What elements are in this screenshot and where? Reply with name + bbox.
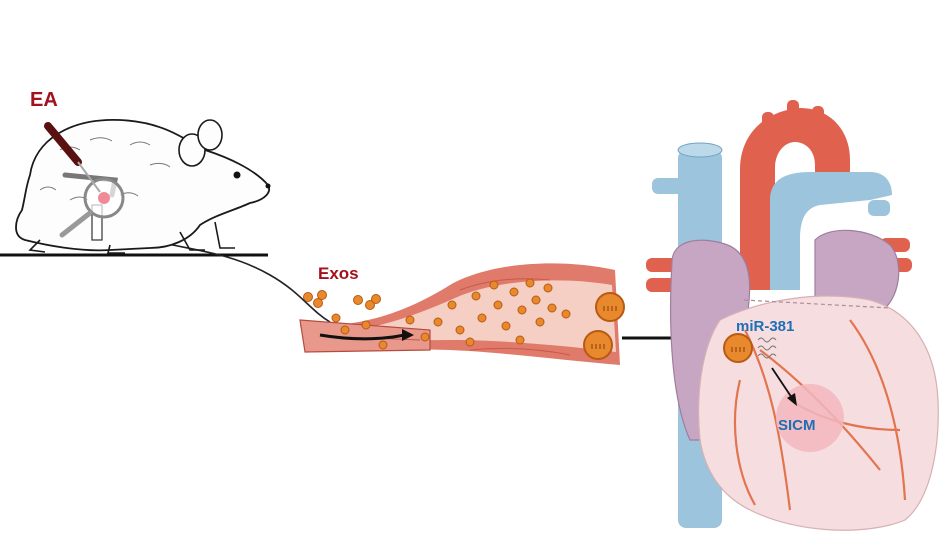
exosome-dot <box>456 326 464 334</box>
exosome-dot <box>448 301 456 309</box>
sicm-label: SICM <box>778 417 816 434</box>
exosome-dot <box>502 322 510 330</box>
exosome-dot <box>544 284 552 292</box>
pulmonary-vein-right <box>868 200 890 216</box>
mouse-body <box>16 120 269 250</box>
aorta-branch <box>787 100 799 124</box>
aorta-branch <box>812 106 824 130</box>
exosome-dot <box>472 292 480 300</box>
mouse-illustration <box>0 120 330 322</box>
exosome-dot <box>406 316 414 324</box>
exosome-dot <box>532 296 540 304</box>
heart-illustration <box>646 100 938 530</box>
exosome-dot <box>536 318 544 326</box>
exosome-dot <box>494 301 502 309</box>
exosome-dot <box>510 288 518 296</box>
large-exosome <box>596 293 624 321</box>
exosome-dot <box>332 314 340 322</box>
mirna-label: miR-381 <box>736 318 794 335</box>
pulmonary-vein <box>652 178 688 194</box>
exosome-dot <box>354 296 363 305</box>
exosome-dot <box>466 338 474 346</box>
mouse-nose <box>266 184 271 189</box>
mouse-ear-front <box>198 120 222 150</box>
exosome-dot <box>362 321 370 329</box>
exosome-dot <box>478 314 486 322</box>
exosome-dot <box>318 291 327 300</box>
exosome-dot <box>421 333 429 341</box>
exos-label: Exos <box>318 264 359 283</box>
exosome-dot <box>526 279 534 287</box>
acupoint-marker <box>98 192 110 204</box>
exosome-dot <box>372 295 381 304</box>
mouse-eye <box>234 172 241 179</box>
ea-label: EA <box>30 89 58 111</box>
exosome-dot <box>516 336 524 344</box>
exosome-dot <box>490 281 498 289</box>
exosome-dot <box>341 326 349 334</box>
exosome-dot <box>434 318 442 326</box>
exosome-dot <box>379 341 387 349</box>
exosome-dot <box>304 293 313 302</box>
exosome-dot <box>518 306 526 314</box>
heart-exosome <box>724 334 752 362</box>
large-exosome <box>584 331 612 359</box>
aorta-branch <box>762 112 774 140</box>
exosome-dot <box>562 310 570 318</box>
mouse-tail <box>150 240 330 322</box>
exosome-dot <box>548 304 556 312</box>
vena-cava-top <box>678 143 722 157</box>
